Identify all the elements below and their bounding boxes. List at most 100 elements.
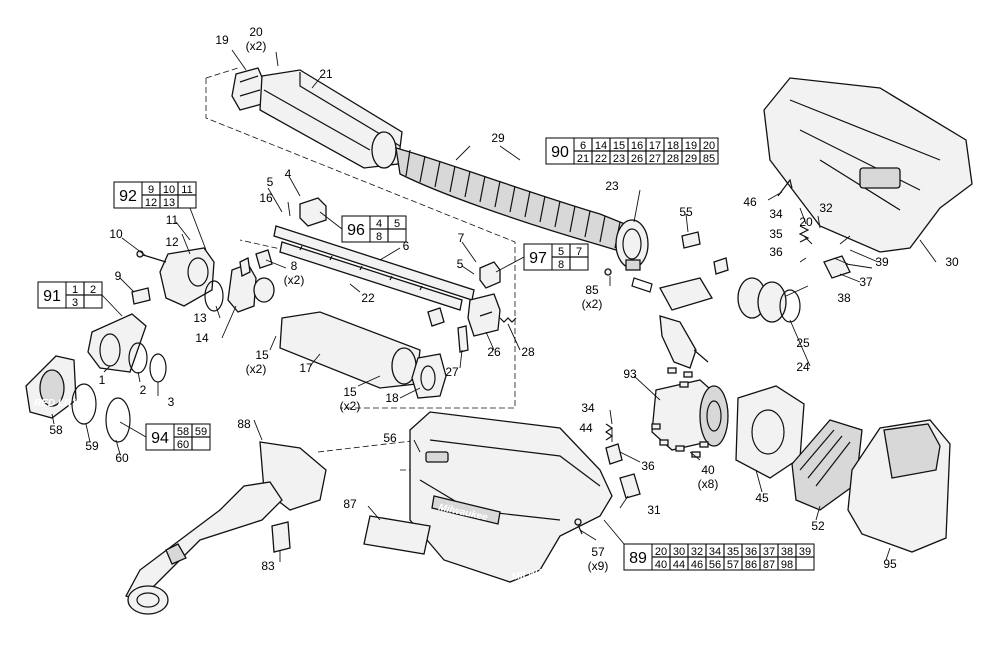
part-12-housing bbox=[159, 247, 215, 307]
part-85-screw bbox=[604, 268, 653, 293]
svg-text:9: 9 bbox=[148, 184, 154, 196]
svg-text:32: 32 bbox=[691, 546, 703, 558]
callout-85: 85 bbox=[585, 283, 599, 297]
part-13-oring bbox=[204, 280, 224, 312]
part-46-wire bbox=[777, 178, 793, 197]
callout-7: 7 bbox=[458, 231, 465, 245]
callout-19: 19 bbox=[215, 33, 229, 47]
svg-text:44: 44 bbox=[673, 559, 685, 571]
callout-40-qty: (x8) bbox=[698, 477, 719, 491]
callout-88: 88 bbox=[237, 417, 251, 431]
callout-14: 14 bbox=[195, 331, 209, 345]
callout-5b: 5 bbox=[457, 257, 464, 271]
svg-text:23: 23 bbox=[613, 153, 625, 165]
callout-4: 4 bbox=[285, 167, 292, 181]
svg-text:11: 11 bbox=[181, 184, 192, 196]
part-22-rail bbox=[279, 241, 463, 311]
callout-46: 46 bbox=[743, 195, 757, 209]
svg-text:4: 4 bbox=[376, 218, 382, 230]
callout-15a: 15 bbox=[255, 348, 269, 362]
svg-text:94: 94 bbox=[151, 430, 169, 447]
svg-text:18: 18 bbox=[667, 140, 679, 152]
callout-40: 40 bbox=[701, 463, 715, 477]
svg-text:58: 58 bbox=[177, 426, 189, 438]
callout-34b: 34 bbox=[581, 401, 595, 415]
svg-text:39: 39 bbox=[799, 546, 811, 558]
svg-text:37: 37 bbox=[763, 546, 775, 558]
callout-8-qty: (x2) bbox=[284, 273, 305, 287]
part-60-clip-ring bbox=[105, 397, 131, 443]
callout-3: 3 bbox=[168, 395, 175, 409]
svg-text:7: 7 bbox=[576, 246, 582, 258]
svg-text:91: 91 bbox=[43, 288, 61, 305]
kit-91-leader bbox=[101, 294, 123, 317]
svg-text:8: 8 bbox=[376, 231, 382, 243]
svg-text:56: 56 bbox=[709, 559, 721, 571]
part-30-upper-housing bbox=[763, 77, 973, 253]
callout-27: 27 bbox=[445, 365, 459, 379]
callout-24: 24 bbox=[796, 360, 810, 374]
callout-15b-qty: (x2) bbox=[340, 399, 361, 413]
part-34-spring-lower bbox=[604, 423, 614, 441]
kit-94-leader bbox=[119, 421, 147, 438]
svg-text:15: 15 bbox=[613, 140, 625, 152]
svg-text:5: 5 bbox=[558, 246, 564, 258]
callout-16: 16 bbox=[259, 191, 273, 205]
callout-2: 2 bbox=[140, 383, 147, 397]
callout-56: 56 bbox=[383, 431, 397, 445]
part-83-label bbox=[271, 521, 291, 553]
callout-6: 6 bbox=[403, 239, 410, 253]
callout-60: 60 bbox=[115, 451, 129, 465]
kit-box-97: 97 5 7 8 bbox=[523, 243, 589, 271]
kit-97-leader bbox=[495, 256, 525, 273]
part-17-lower-tube bbox=[279, 311, 421, 389]
callout-57: 57 bbox=[591, 545, 605, 559]
part-14-fan-housing bbox=[227, 257, 275, 313]
callout-31: 31 bbox=[647, 503, 661, 517]
part-58-dust-cap: RED LITHIUM bbox=[25, 355, 99, 419]
svg-text:29: 29 bbox=[685, 153, 697, 165]
callout-30: 30 bbox=[945, 255, 959, 269]
callout-20a: 20 bbox=[249, 25, 263, 39]
callout-95: 95 bbox=[883, 557, 897, 571]
callout-26: 26 bbox=[487, 345, 501, 359]
svg-text:34: 34 bbox=[709, 546, 721, 558]
part-44-button bbox=[605, 443, 623, 465]
svg-text:14: 14 bbox=[595, 140, 607, 152]
part-93-motor bbox=[651, 379, 729, 451]
svg-text:86: 86 bbox=[745, 559, 757, 571]
part-1-nozzle bbox=[87, 313, 147, 373]
callout-32: 32 bbox=[819, 201, 833, 215]
svg-text:16: 16 bbox=[631, 140, 643, 152]
callout-83: 83 bbox=[261, 559, 275, 573]
kit-89-leader bbox=[603, 519, 625, 545]
callout-55: 55 bbox=[679, 205, 693, 219]
svg-text:36: 36 bbox=[745, 546, 757, 558]
svg-text:38: 38 bbox=[781, 546, 793, 558]
svg-text:12: 12 bbox=[145, 197, 157, 209]
part-88-side-handle bbox=[125, 441, 327, 615]
callout-34a: 34 bbox=[769, 207, 783, 221]
callout-28: 28 bbox=[521, 345, 535, 359]
callout-11: 11 bbox=[166, 213, 179, 227]
svg-text:2: 2 bbox=[90, 284, 96, 296]
part-31-latch bbox=[619, 473, 641, 499]
svg-text:1: 1 bbox=[72, 284, 78, 296]
part-40-pads bbox=[651, 367, 709, 458]
svg-text:19: 19 bbox=[685, 140, 697, 152]
handle-guide-line bbox=[317, 439, 421, 471]
callout-36a: 36 bbox=[769, 245, 783, 259]
callout-35: 35 bbox=[769, 227, 783, 241]
kit-box-94: 94 58 59 60 bbox=[145, 423, 211, 451]
part-27-clip bbox=[457, 325, 469, 353]
callout-15a-qty: (x2) bbox=[246, 362, 267, 376]
svg-text:26: 26 bbox=[631, 153, 643, 165]
part-21-tube bbox=[259, 69, 403, 169]
callout-39: 39 bbox=[875, 255, 889, 269]
kit-box-90: 90 6 14 15 16 17 18 19 20 21 22 23 26 27… bbox=[545, 137, 719, 165]
svg-text:3: 3 bbox=[72, 297, 78, 309]
part-56-main-housing: Milwaukee MILWAUKEE bbox=[409, 411, 613, 583]
kit-box-92: 92 9 10 11 12 13 bbox=[113, 181, 197, 209]
svg-text:10: 10 bbox=[163, 184, 175, 196]
